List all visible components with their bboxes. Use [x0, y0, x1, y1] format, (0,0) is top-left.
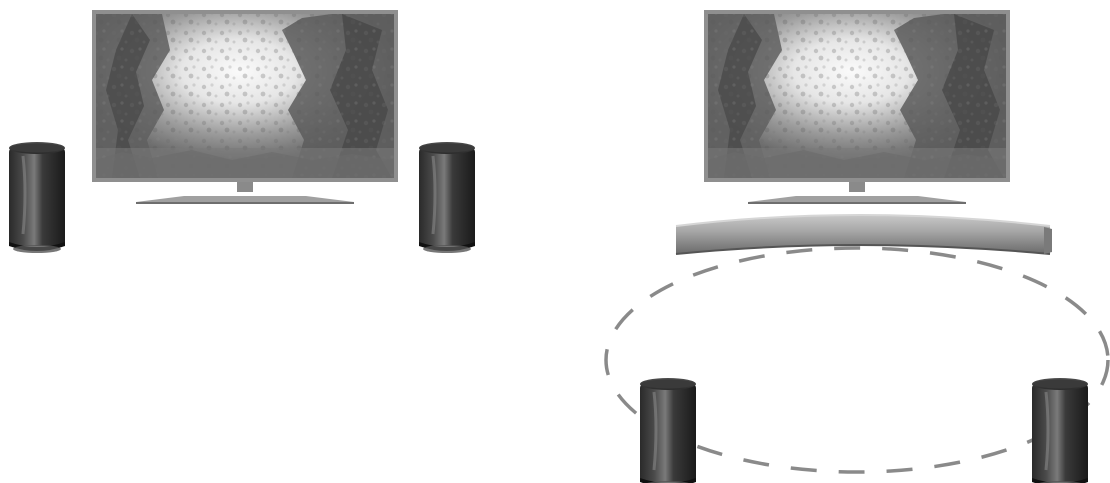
- tv-left: [92, 10, 398, 204]
- speaker-rear-right: [1032, 378, 1088, 483]
- panel-left: [9, 10, 475, 253]
- panel-right: [606, 10, 1108, 483]
- speaker-rear-left: [640, 378, 696, 483]
- speaker-left-front-left: [9, 142, 65, 253]
- speaker-left-front-right: [419, 142, 475, 253]
- tv-right: [704, 10, 1010, 204]
- curved-soundbar: [676, 215, 1052, 254]
